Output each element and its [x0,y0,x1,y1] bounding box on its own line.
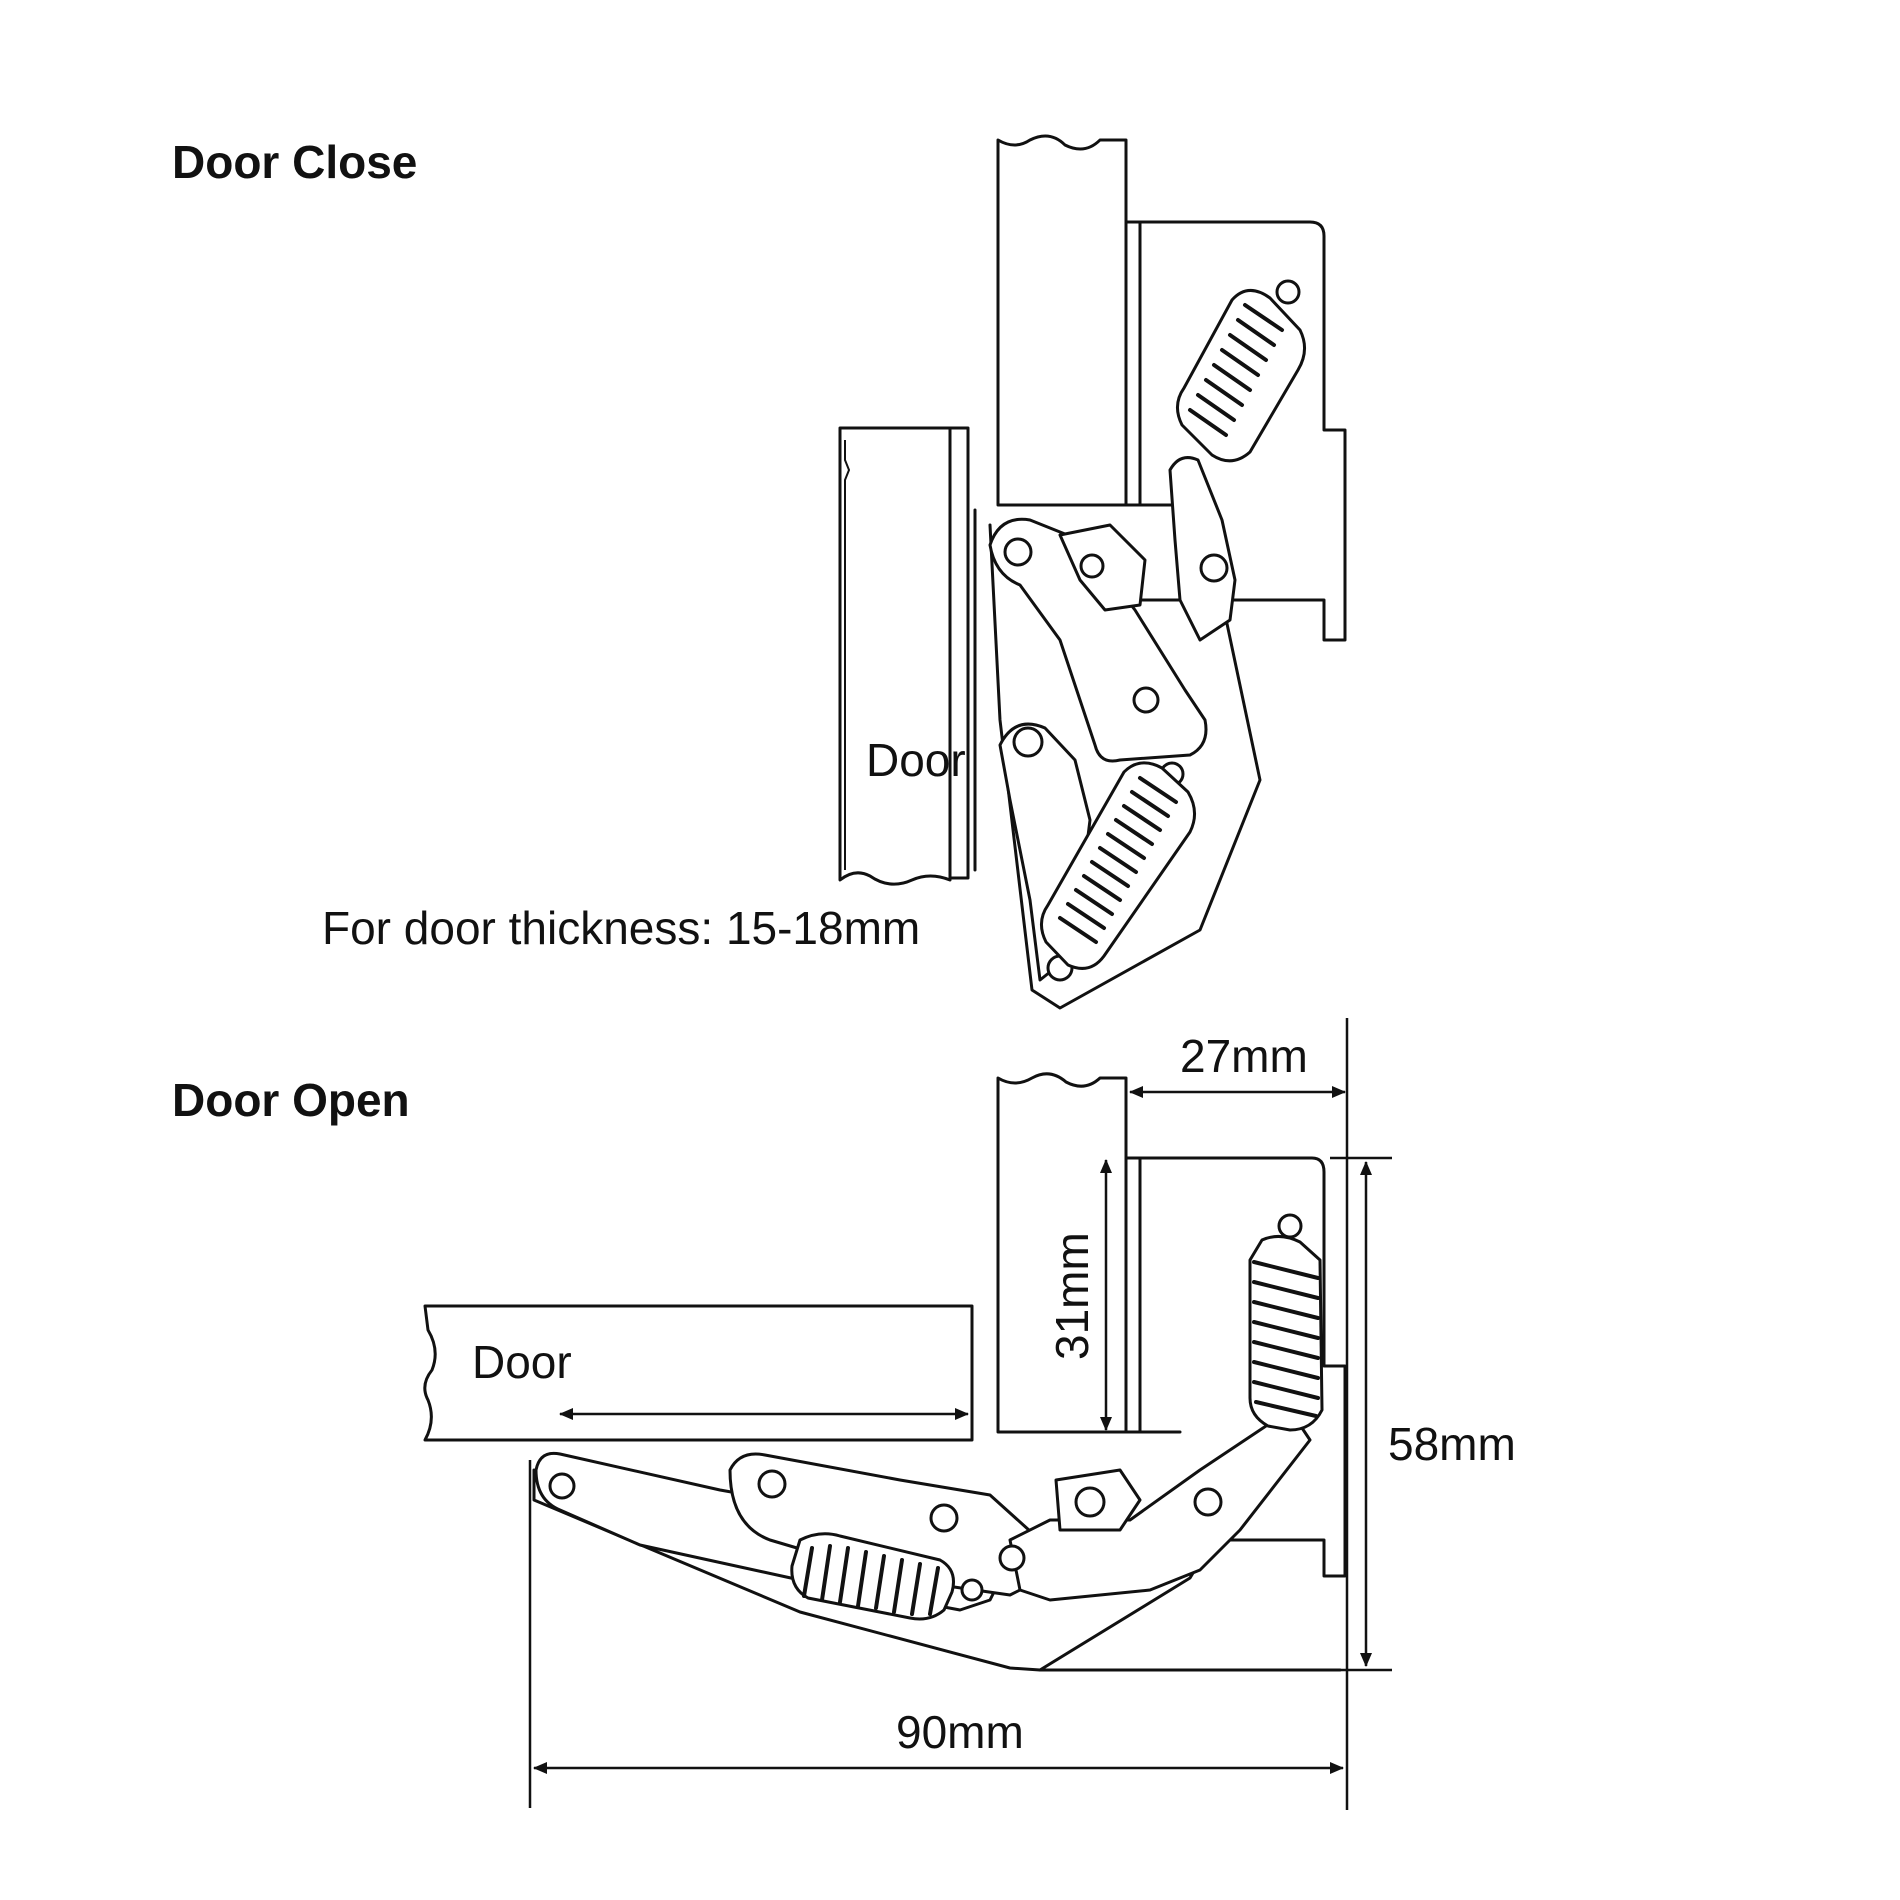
dimension-31mm: 31mm [1046,1159,1112,1431]
close-pivot [1132,686,1160,714]
open-pivot [548,1472,576,1500]
open-mounting-plate [1124,1156,1347,1578]
open-pivot [757,1469,787,1499]
open-vertical-spring [1248,1235,1324,1432]
open-cabinet-panel [996,1072,1128,1434]
open-pivot [998,1544,1026,1572]
close-lower-spring [1040,761,1196,970]
close-door-panel [838,426,952,886]
open-pivot [929,1503,959,1533]
dimension-90mm-label: 90mm [896,1706,1024,1758]
door-thickness-note: For door thickness: 15-18mm [322,902,920,954]
dimension-31mm-label: 31mm [1046,1232,1098,1360]
open-lever [1008,1408,1312,1602]
close-cabinet-panel [996,134,1128,507]
close-pivot [1275,279,1301,305]
close-pivot [1003,537,1033,567]
close-arm-outer [988,523,1262,1010]
dimension-58mm-label: 58mm [1388,1418,1516,1470]
open-pivot [1277,1213,1303,1239]
close-pivot [1012,726,1044,758]
close-door-label: Door [866,734,966,786]
close-upper-spring [1176,289,1306,463]
close-pivot [1079,553,1105,579]
dimension-58mm: 58mm [1330,1156,1516,1672]
door-close-view: Door Close Door [172,134,1347,1010]
dimension-90mm: 90mm [528,1460,1344,1808]
open-door-label: Door [472,1336,572,1388]
door-open-title: Door Open [172,1074,410,1126]
dimension-27mm-label: 27mm [1180,1030,1308,1082]
close-pivot [1199,553,1229,583]
open-pivot [960,1578,984,1602]
open-door-panel [423,1304,974,1442]
close-vertical-lever [1168,456,1237,642]
open-pivot [1074,1486,1106,1518]
close-mounting-plate [1124,220,1347,642]
open-pivot [1193,1487,1223,1517]
door-open-view: Door Open Door [172,1018,1516,1810]
open-horizontal-spring [790,1532,955,1621]
dimension-27mm: 27mm [1129,1018,1349,1810]
open-arm-outer [532,1408,1292,1672]
door-close-title: Door Close [172,136,417,188]
